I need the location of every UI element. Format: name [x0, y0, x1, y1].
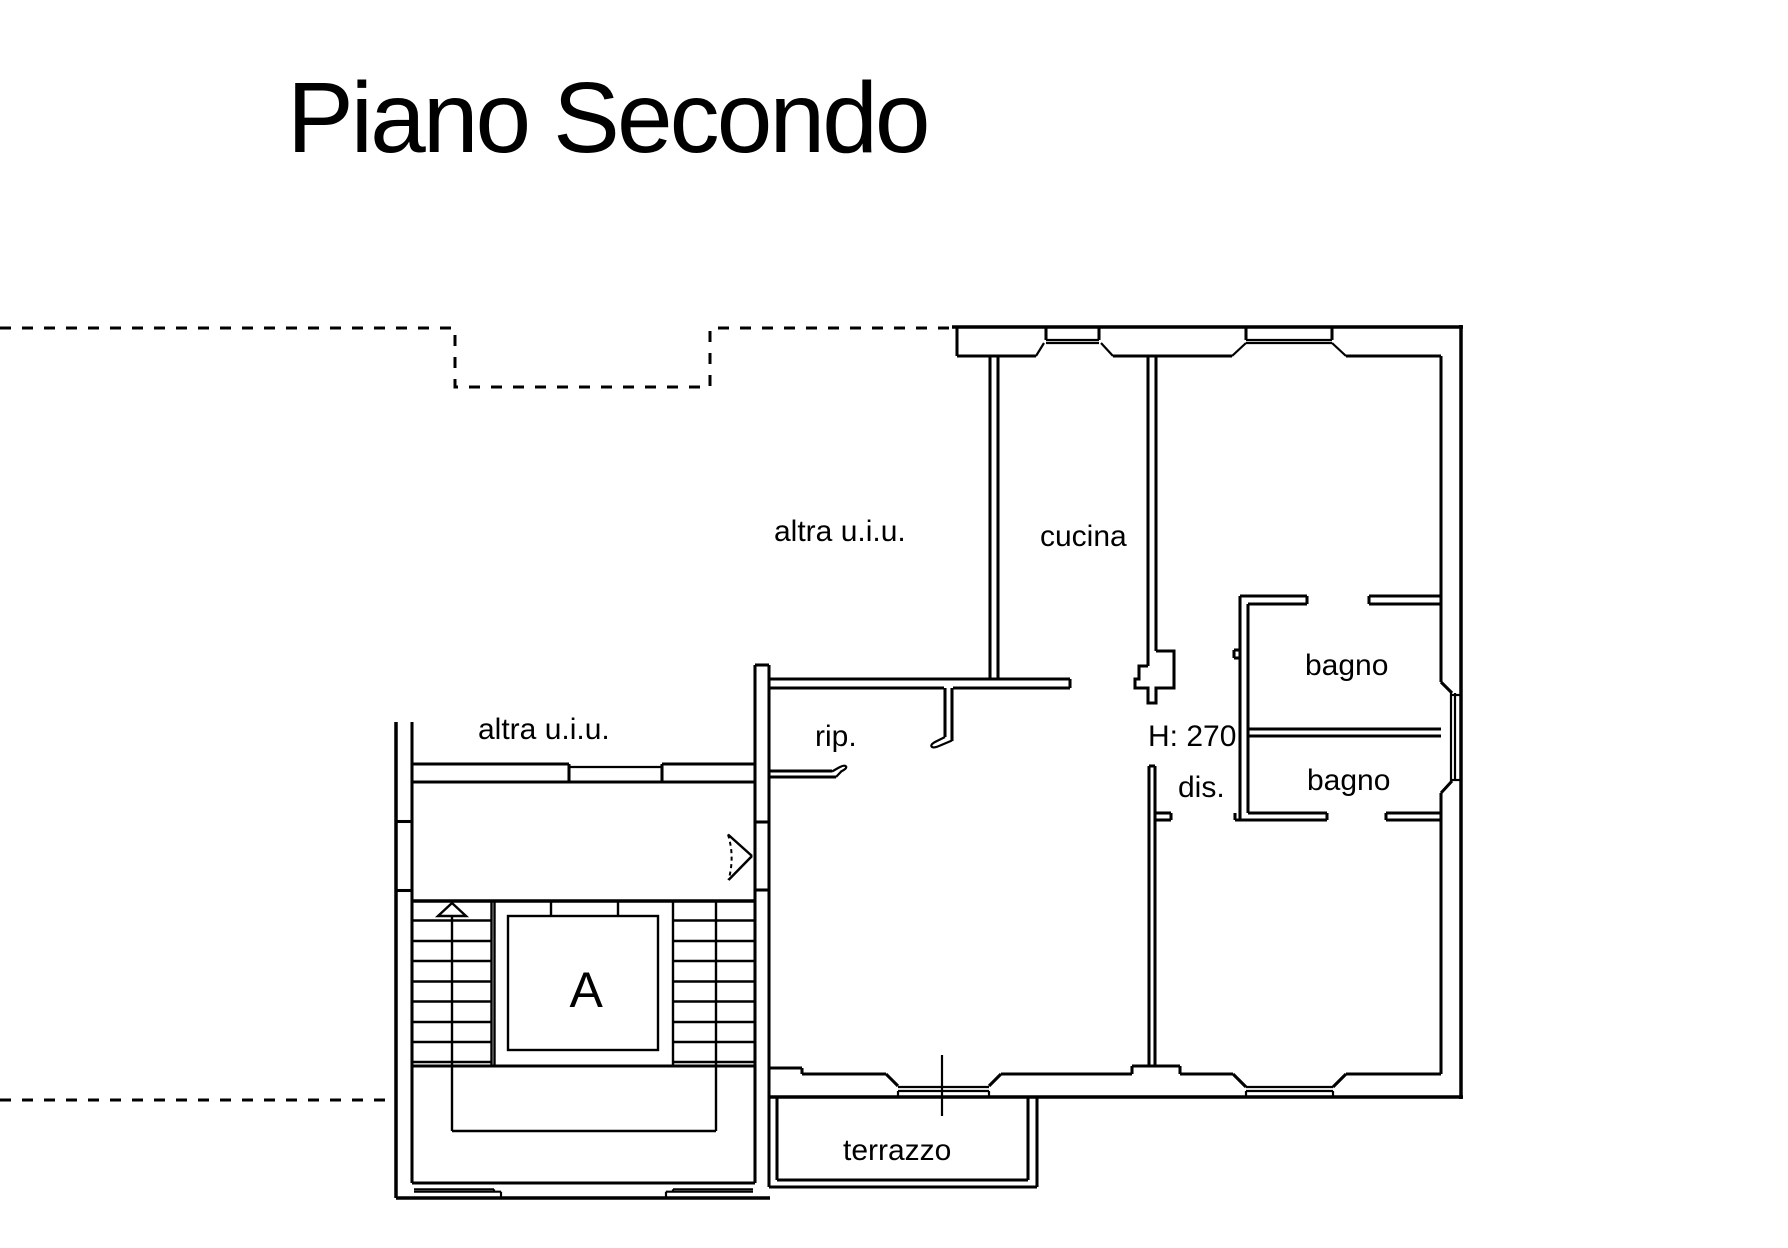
svg-text:Piano Secondo: Piano Secondo — [287, 62, 928, 174]
svg-text:cucina: cucina — [1040, 520, 1127, 553]
svg-text:altra u.i.u.: altra u.i.u. — [774, 515, 906, 548]
svg-text:altra u.i.u.: altra u.i.u. — [478, 713, 610, 746]
svg-text:bagno: bagno — [1305, 649, 1388, 682]
svg-text:rip.: rip. — [815, 720, 857, 753]
svg-text:H: 270: H: 270 — [1148, 720, 1236, 753]
svg-text:dis.: dis. — [1178, 771, 1225, 804]
svg-text:bagno: bagno — [1307, 764, 1390, 797]
svg-text:A: A — [570, 962, 604, 1018]
svg-text:terrazzo: terrazzo — [843, 1134, 951, 1167]
